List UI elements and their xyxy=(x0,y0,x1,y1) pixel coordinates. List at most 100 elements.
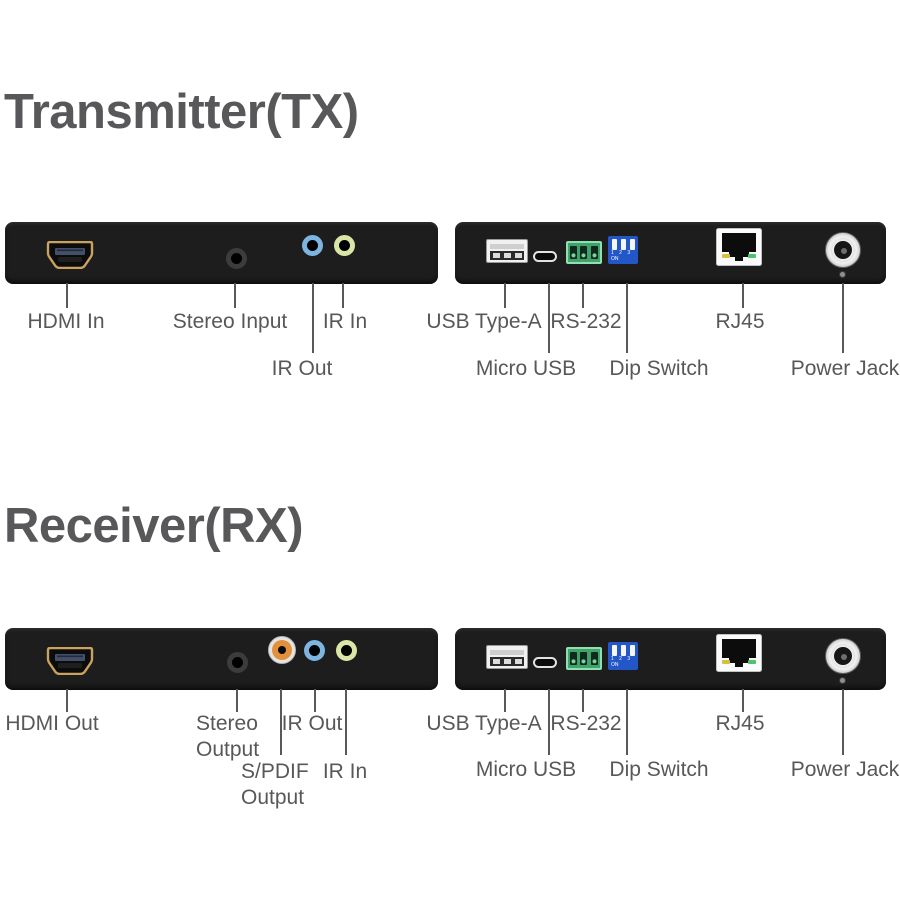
power-jack-port xyxy=(825,232,861,268)
rs232-pin xyxy=(591,246,599,259)
leader-hdmi-out xyxy=(66,689,68,712)
power-jack-port xyxy=(825,638,861,674)
tx-front-panel xyxy=(5,222,438,284)
leader-stereo-output xyxy=(236,689,238,712)
ir-in-jack xyxy=(334,235,355,256)
rs232-pin xyxy=(569,652,577,665)
leader-power-jack xyxy=(842,689,844,755)
usb-tongue xyxy=(490,244,524,249)
dip-slider xyxy=(621,645,626,656)
label-ir-out: IR Out xyxy=(281,712,343,735)
dip-switch: 1 2 3 ON xyxy=(608,642,638,670)
leader-dip-switch xyxy=(626,283,628,353)
label-usb-type-a: USB Type-A xyxy=(426,712,542,735)
leader-micro-usb xyxy=(548,283,550,353)
rx-rear-panel: 1 2 3 ON xyxy=(455,628,886,690)
label-power-jack: Power Jack xyxy=(790,357,900,380)
leader-micro-usb xyxy=(548,689,550,755)
leader-ir-in xyxy=(342,283,344,308)
label-dip-switch: Dip Switch xyxy=(609,357,709,380)
rs232-pin xyxy=(569,246,577,259)
dip-switch: 1 2 3 ON xyxy=(608,236,638,264)
leader-usb-type-a xyxy=(504,283,506,308)
label-rj45: RJ45 xyxy=(715,310,765,333)
dip-on-label: ON xyxy=(611,256,619,262)
leader-ir-in xyxy=(345,689,347,755)
leader-rs232 xyxy=(582,283,584,308)
power-jack-pin xyxy=(841,654,847,660)
rj45-port-icon xyxy=(716,634,762,672)
receiver-title: Receiver(RX) xyxy=(4,499,304,553)
stereo-output-jack xyxy=(227,652,248,673)
leader-ir-out xyxy=(314,689,316,712)
label-stereo-output: Stereo Output xyxy=(196,711,259,763)
label-micro-usb: Micro USB xyxy=(475,758,577,781)
ir-out-jack xyxy=(304,640,325,661)
rs232-terminal xyxy=(566,647,602,670)
label-rj45: RJ45 xyxy=(715,712,765,735)
label-ir-in: IR In xyxy=(322,760,368,783)
label-spdif-output: S/PDIF Output xyxy=(241,759,309,811)
dip-slider xyxy=(612,645,617,656)
usb-slot xyxy=(490,657,524,666)
leader-hdmi-in xyxy=(66,283,68,308)
ir-in-jack xyxy=(336,640,357,661)
label-micro-usb: Micro USB xyxy=(475,357,577,380)
leader-stereo-input xyxy=(234,283,236,308)
usb-contact xyxy=(493,659,500,664)
label-spdif-line2: Output xyxy=(241,786,305,809)
label-hdmi-in: HDMI In xyxy=(27,310,105,333)
spdif-rca-port xyxy=(268,636,296,664)
power-led xyxy=(840,272,845,277)
usb-tongue xyxy=(490,650,524,655)
rj45-port-icon xyxy=(716,228,762,266)
power-jack-pin xyxy=(841,248,847,254)
label-dip-switch: Dip Switch xyxy=(609,758,709,781)
rs232-pin xyxy=(580,652,588,665)
usb-contact xyxy=(504,253,511,258)
dip-numbers: 1 2 3 xyxy=(611,250,633,256)
leader-dip-switch xyxy=(626,689,628,755)
label-stereo-line1: Stereo xyxy=(196,712,258,735)
rx-front-panel xyxy=(5,628,438,690)
label-ir-in: IR In xyxy=(322,310,368,333)
leader-rj45 xyxy=(742,689,744,712)
label-hdmi-out: HDMI Out xyxy=(5,712,99,735)
dip-slider xyxy=(630,239,635,250)
label-spdif-line1: S/PDIF xyxy=(241,760,309,783)
stereo-input-jack xyxy=(226,248,247,269)
micro-usb-port xyxy=(533,251,557,262)
rs232-terminal xyxy=(566,241,602,264)
rca-hole xyxy=(278,646,286,654)
leader-power-jack xyxy=(842,283,844,353)
usb-slot xyxy=(490,251,524,260)
usb-type-a-port xyxy=(486,645,528,669)
micro-usb-port xyxy=(533,657,557,668)
label-usb-type-a: USB Type-A xyxy=(426,310,542,333)
hdmi-port-icon xyxy=(46,647,94,675)
dip-slider xyxy=(621,239,626,250)
tx-rear-panel: 1 2 3 ON xyxy=(455,222,886,284)
dip-slider xyxy=(612,239,617,250)
label-rs232: RS-232 xyxy=(550,310,622,333)
hdmi-port-icon xyxy=(46,241,94,269)
dip-numbers: 1 2 3 xyxy=(611,656,633,662)
leader-spdif-output xyxy=(280,689,282,755)
rs232-pin xyxy=(580,246,588,259)
label-power-jack: Power Jack xyxy=(790,758,900,781)
label-stereo-input: Stereo Input xyxy=(172,310,288,333)
rs232-pin xyxy=(591,652,599,665)
label-rs232: RS-232 xyxy=(550,712,622,735)
usb-contact xyxy=(515,659,522,664)
label-stereo-line2: Output xyxy=(196,738,260,761)
leader-rj45 xyxy=(742,283,744,308)
ir-out-jack xyxy=(302,235,323,256)
leader-ir-out xyxy=(312,283,314,353)
leader-rs232 xyxy=(582,689,584,712)
usb-contact xyxy=(504,659,511,664)
usb-contact xyxy=(515,253,522,258)
dip-on-label: ON xyxy=(611,662,619,668)
dip-slider xyxy=(630,645,635,656)
usb-type-a-port xyxy=(486,239,528,263)
